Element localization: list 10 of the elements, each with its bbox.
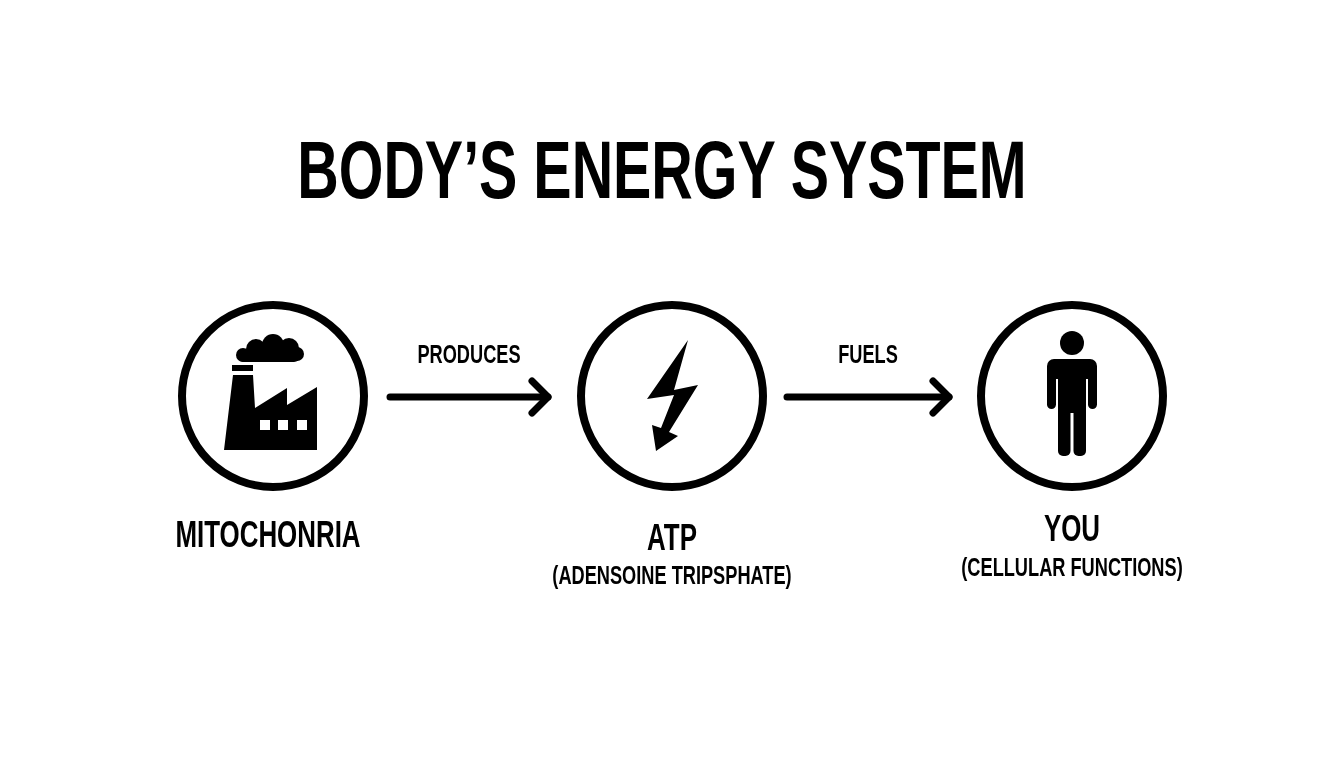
node-title: YOU: [1043, 509, 1101, 547]
node-subtitle: (ADENSOINE TRIPSPHATE): [552, 562, 792, 588]
edge-label: FUELS: [838, 341, 898, 367]
node-title: MITOCHONRIA: [175, 515, 361, 553]
arrow: [783, 377, 953, 417]
edge-label: PRODUCES: [417, 341, 521, 367]
node-title: ATP: [647, 518, 697, 556]
diagram-title: BODY’S ENERGY SYSTEM: [297, 129, 1027, 211]
node-subtitle: (CELLULAR FUNCTIONS): [961, 554, 1183, 580]
arrow: [386, 377, 552, 417]
